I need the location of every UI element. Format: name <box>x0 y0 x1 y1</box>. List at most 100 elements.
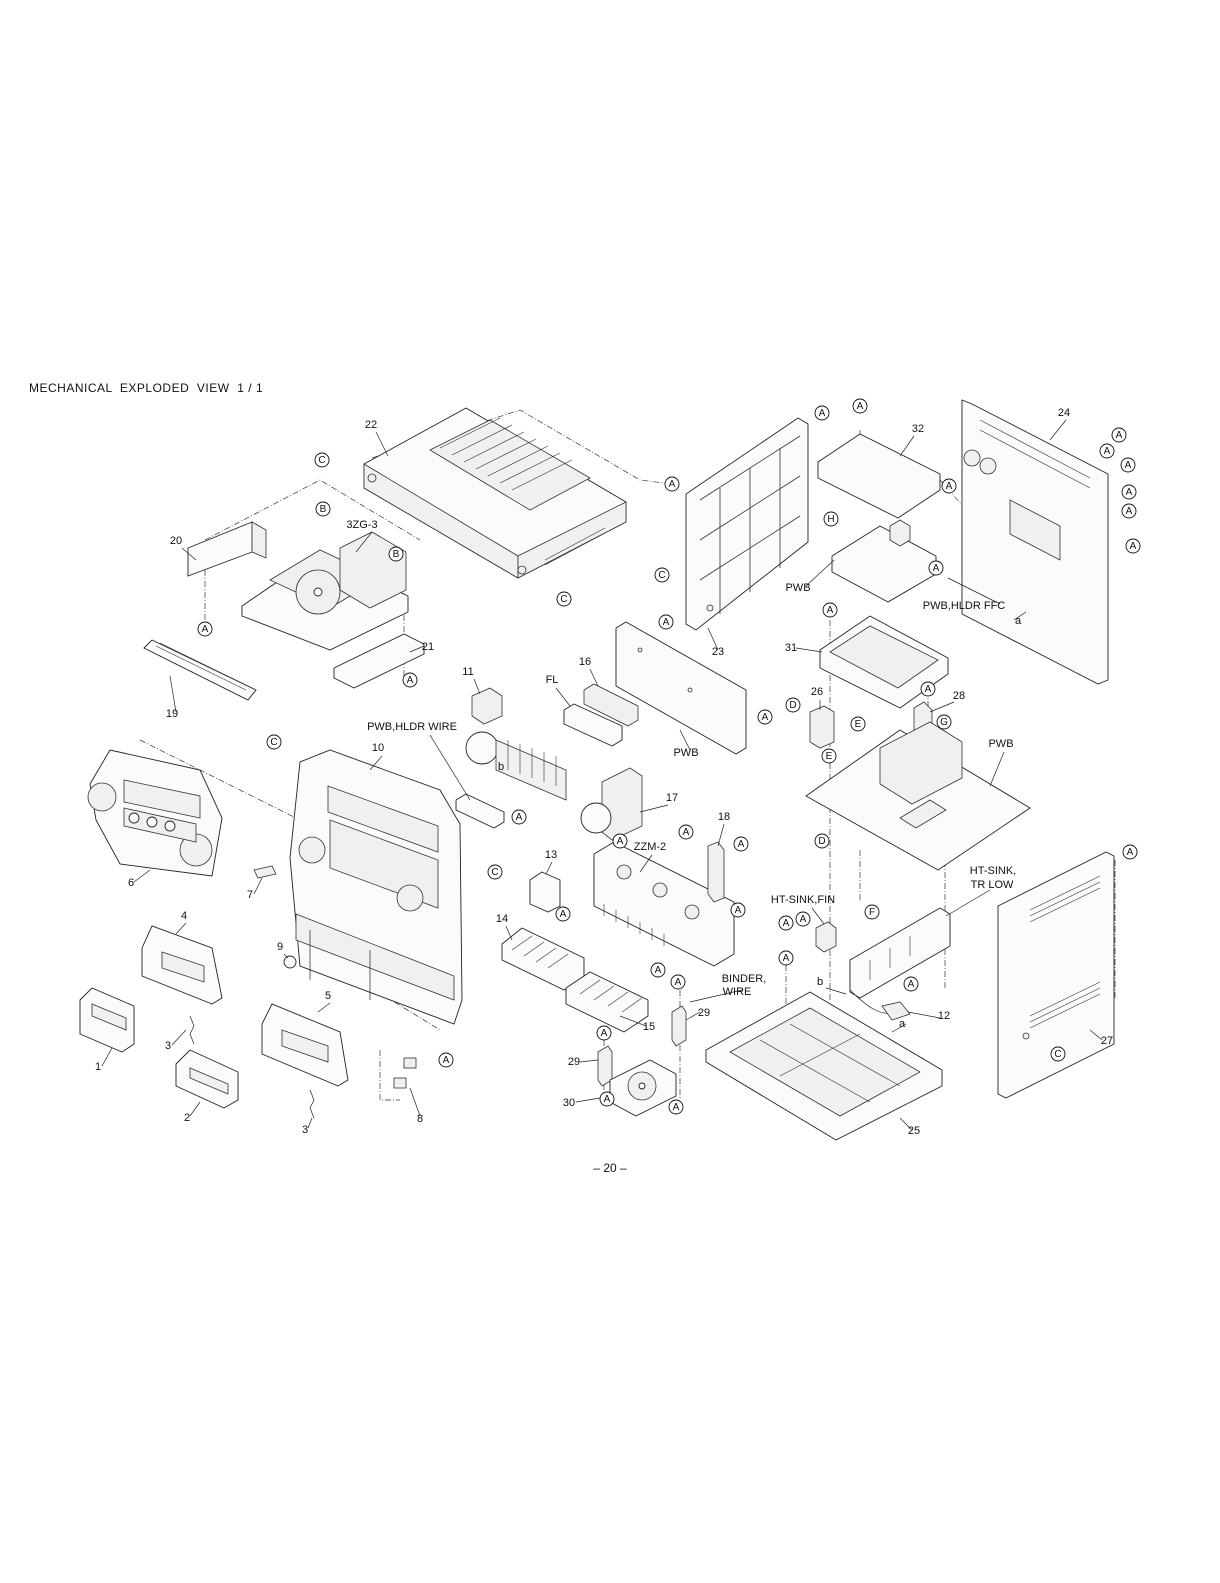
reference-circle <box>658 614 674 630</box>
part-label: 22 <box>365 419 377 431</box>
reference-mark-a: A <box>795 911 811 927</box>
reference-letter: A <box>1125 460 1132 471</box>
reference-letter: A <box>675 977 682 988</box>
reference-mark-f: F <box>864 904 880 920</box>
part-label: 12 <box>938 1010 950 1022</box>
reference-letter: C <box>491 867 498 878</box>
part-pwb-hldr-wire <box>455 793 505 829</box>
reference-circle <box>315 501 331 517</box>
reference-mark-g: G <box>936 714 952 730</box>
reference-letter: C <box>1054 1049 1061 1060</box>
reference-circle <box>864 904 880 920</box>
reference-mark-b: B <box>388 546 404 562</box>
part-label: a <box>1015 615 1022 627</box>
part-label: PWB <box>988 738 1013 750</box>
reference-mark-a: A <box>402 672 418 688</box>
reference-letter: A <box>908 979 915 990</box>
reference-circle <box>596 1025 612 1041</box>
reference-mark-a: A <box>852 398 868 414</box>
part-label: 3 <box>165 1040 171 1052</box>
part-label: ZZM-2 <box>634 841 666 853</box>
part-11-encoder-assembly <box>465 687 567 801</box>
part-25-bottom-chassis <box>705 991 943 1141</box>
reference-letter: A <box>1126 487 1133 498</box>
reference-mark-a: A <box>928 560 944 576</box>
reference-letter: A <box>407 675 414 686</box>
part-label: 3ZG-3 <box>346 519 377 531</box>
reference-mark-a: A <box>670 974 686 990</box>
reference-mark-c: C <box>654 567 670 583</box>
reference-mark-a: A <box>511 809 527 825</box>
part-label: PWB <box>785 582 810 594</box>
reference-letter: A <box>560 909 567 920</box>
part-label: 30 <box>563 1097 575 1109</box>
reference-letter: A <box>673 1102 680 1113</box>
reference-circle <box>814 405 830 421</box>
part-label: 3 <box>302 1124 308 1136</box>
page-number: – 20 – <box>593 1161 627 1175</box>
part-9-knob <box>283 955 297 969</box>
reference-mark-a: A <box>822 602 838 618</box>
part-31-chassis-frame <box>819 615 949 709</box>
part-14-button-set <box>501 927 585 991</box>
reference-letter: C <box>270 737 277 748</box>
part-label: FL <box>546 674 559 686</box>
part-26-board <box>809 705 835 749</box>
part-label: 10 <box>372 742 384 754</box>
reference-circle <box>670 974 686 990</box>
reference-circle <box>1111 427 1127 443</box>
part-label: 14 <box>496 913 508 925</box>
reference-mark-d: D <box>785 697 801 713</box>
reference-circle <box>314 452 330 468</box>
part-label: 6 <box>128 877 134 889</box>
reference-letter: A <box>1116 430 1123 441</box>
part-12-power-cord <box>849 989 911 1021</box>
reference-mark-c: C <box>487 864 503 880</box>
reference-mark-a: A <box>658 614 674 630</box>
part-label: PWB,HLDR FFC <box>923 600 1006 612</box>
part-label: PWB,HLDR WIRE <box>367 721 457 733</box>
reference-circle <box>487 864 503 880</box>
reference-circle <box>650 962 666 978</box>
reference-mark-c: C <box>1050 1046 1066 1062</box>
reference-circle <box>1099 443 1115 459</box>
part-23-frame-panel <box>685 417 809 631</box>
part-21-bracket <box>333 633 425 689</box>
reference-letter: G <box>940 717 948 728</box>
reference-circle <box>936 714 952 730</box>
reference-letter: A <box>516 812 523 823</box>
part-label: 23 <box>712 646 724 658</box>
part-label: 9 <box>277 941 283 953</box>
reference-letter: A <box>1104 446 1111 457</box>
part-label: HT-SINK, <box>970 865 1016 877</box>
reference-letter: A <box>762 712 769 723</box>
reference-mark-a: A <box>1121 503 1137 519</box>
part-label: 31 <box>785 642 797 654</box>
reference-circle <box>852 398 868 414</box>
reference-mark-a: A <box>596 1025 612 1041</box>
reference-circle <box>903 976 919 992</box>
reference-letter: A <box>1126 506 1133 517</box>
reference-circle <box>822 602 838 618</box>
reference-letter: C <box>560 594 567 605</box>
part-label: 29 <box>698 1007 710 1019</box>
reference-letter: A <box>202 624 209 635</box>
reference-circle <box>438 1052 454 1068</box>
part-label: 16 <box>579 656 591 668</box>
part-display-pwb <box>615 621 747 755</box>
part-24-rear-panel <box>961 399 1109 685</box>
reference-circle <box>612 833 628 849</box>
reference-mark-e: E <box>821 748 837 764</box>
reference-letter: B <box>320 504 327 515</box>
reference-circle <box>668 1099 684 1115</box>
reference-circle <box>599 1091 615 1107</box>
reference-letter: A <box>800 914 807 925</box>
reference-letter: C <box>318 455 325 466</box>
part-label: 29 <box>568 1056 580 1068</box>
reference-mark-a: A <box>903 976 919 992</box>
reference-letter: A <box>1130 541 1137 552</box>
reference-circle <box>795 911 811 927</box>
part-ht-sink-tr-low <box>849 907 951 999</box>
reference-mark-e: E <box>850 716 866 732</box>
